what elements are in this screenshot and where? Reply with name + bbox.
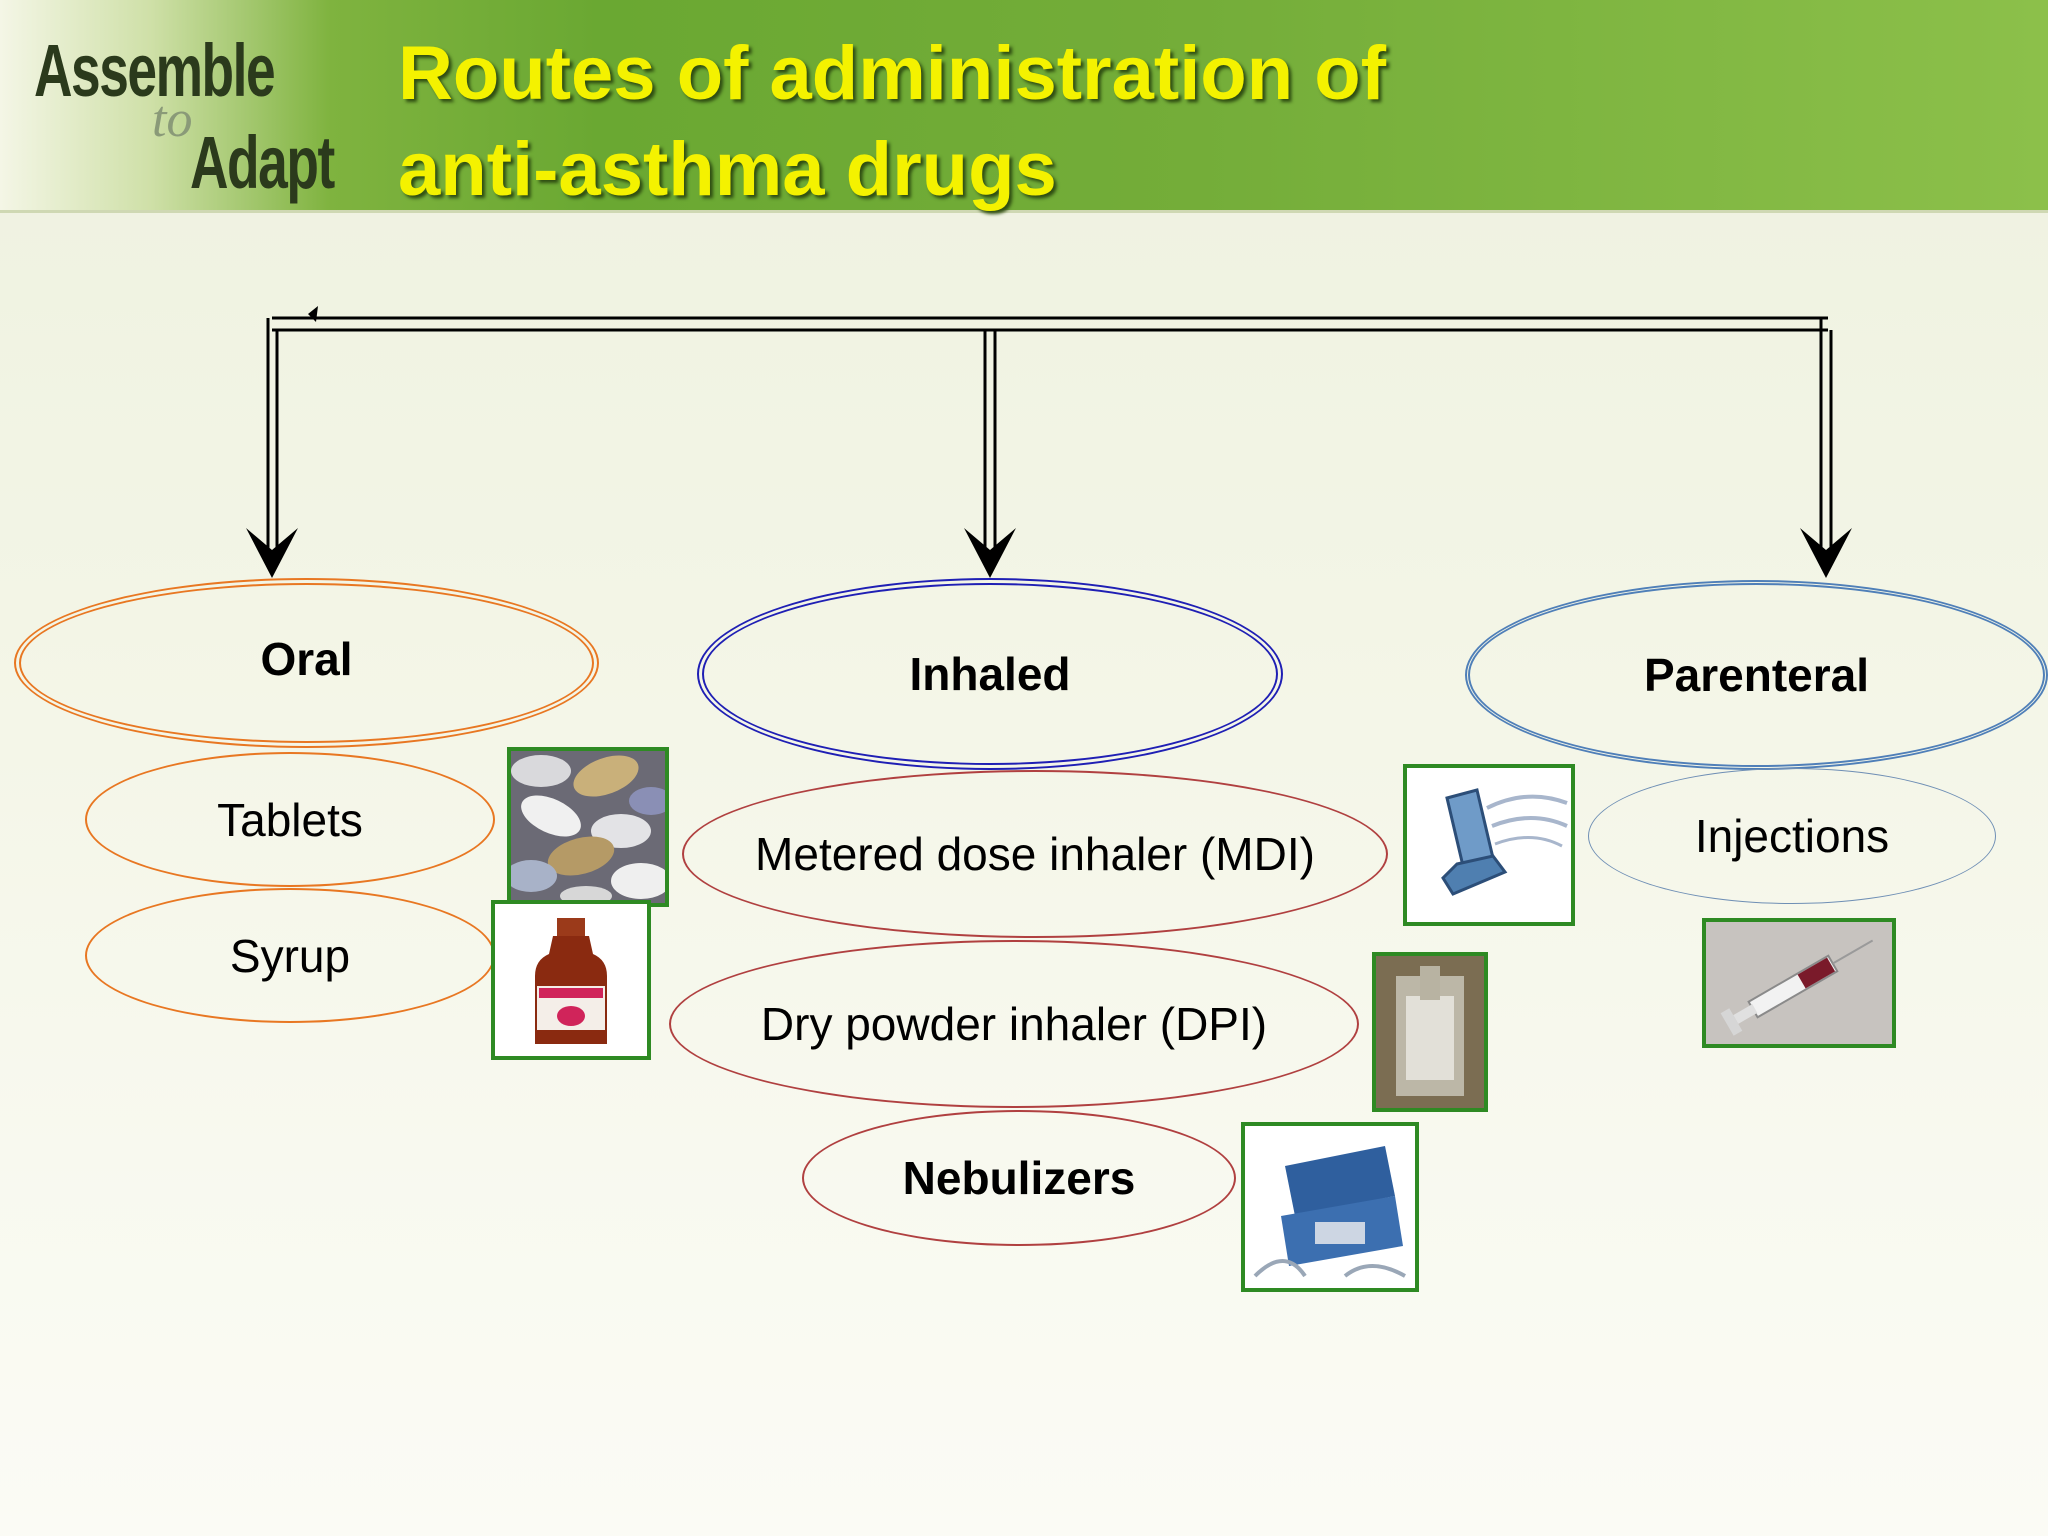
title-line-1: Routes of administration of [398, 31, 1386, 116]
item-dpi-label: Dry powder inhaler (DPI) [760, 998, 1268, 1050]
category-oral: Oral [14, 578, 599, 748]
item-nebulizers: Nebulizers [802, 1110, 1236, 1246]
connector-notch [308, 306, 318, 322]
title-line-2: anti-asthma drugs [398, 127, 1057, 212]
arrow-to-inhaled [964, 528, 1016, 578]
item-syrup: Syrup [85, 888, 495, 1023]
tablets-photo [507, 747, 669, 907]
item-injections: Injections [1588, 768, 1996, 904]
header-banner: Assemble to Adapt Routes of administrati… [0, 0, 2048, 213]
dry-powder-inhaler-photo [1372, 952, 1488, 1112]
item-mdi: Metered dose inhaler (MDI) [682, 770, 1388, 938]
item-injections-label: Injections [1694, 810, 1890, 862]
item-dpi: Dry powder inhaler (DPI) [669, 940, 1359, 1108]
item-nebulizers-label: Nebulizers [902, 1152, 1136, 1204]
logo-line-2: to [152, 91, 193, 148]
assemble-to-adapt-logo: Assemble to Adapt [30, 28, 340, 204]
syringe-photo [1702, 918, 1896, 1048]
category-inhaled: Inhaled [697, 578, 1283, 770]
item-tablets-label: Tablets [217, 793, 363, 846]
category-inhaled-label: Inhaled [909, 648, 1071, 700]
logo-line-1: Assemble [34, 29, 276, 112]
category-parenteral: Parenteral [1465, 580, 2048, 770]
inhaler-clipart [1403, 764, 1575, 926]
item-tablets: Tablets [85, 752, 495, 887]
category-oral-label: Oral [260, 633, 353, 685]
category-parenteral-label: Parenteral [1643, 649, 1869, 701]
slide-title: Routes of administration of anti-asthma … [398, 26, 1798, 218]
item-syrup-label: Syrup [229, 929, 351, 982]
nebulizer-photo [1241, 1122, 1419, 1292]
syrup-bottle-photo [491, 900, 651, 1060]
arrow-to-oral [246, 528, 298, 578]
item-mdi-label: Metered dose inhaler (MDI) [755, 828, 1315, 880]
logo-line-3: Adapt [190, 121, 335, 204]
arrow-to-parenteral [1800, 528, 1852, 578]
